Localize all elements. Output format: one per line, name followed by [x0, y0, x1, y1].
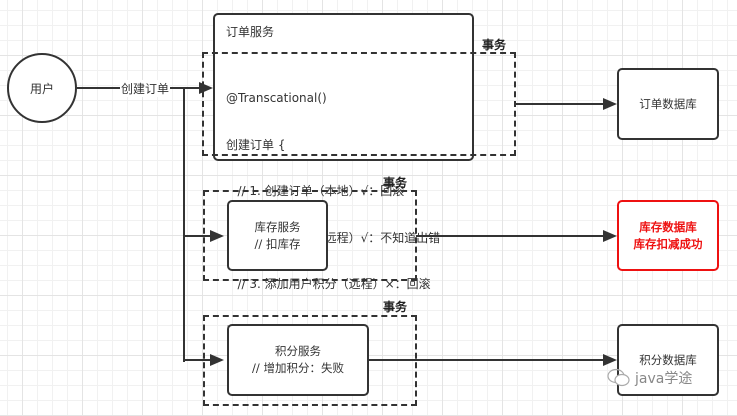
order-transaction-label: 事务 — [482, 38, 507, 52]
inventory-db-label: 库存数据库 — [639, 219, 697, 234]
points-service-title: 积分服务 — [275, 344, 321, 358]
arrowhead-points-db — [603, 354, 617, 366]
points-service-comment: // 增加积分：失败 — [252, 361, 344, 375]
order-service-title: 订单服务 — [226, 25, 275, 39]
edge-trunk-to-inventory — [184, 235, 214, 237]
edge-points-to-db — [368, 359, 607, 361]
points-db-label: 积分数据库 — [639, 352, 697, 367]
points-transaction-label: 事务 — [383, 300, 408, 314]
wechat-icon — [607, 368, 630, 387]
edge-trunk — [183, 88, 185, 362]
arrowhead-points-service — [210, 354, 224, 366]
user-node-label: 用户 — [29, 81, 54, 96]
watermark-text: java学途 — [635, 371, 693, 387]
code-line: @Transcational() — [226, 91, 327, 105]
edge-trunk-to-points — [184, 359, 214, 361]
edge-order-to-db — [515, 103, 607, 105]
arrowhead-inventory-db — [603, 230, 617, 242]
order-transaction-boundary — [202, 52, 516, 156]
inventory-service-node[interactable]: 库存服务 // 扣库存 — [227, 200, 328, 271]
order-db-node[interactable]: 订单数据库 — [617, 68, 719, 140]
inventory-db-status: 库存扣减成功 — [633, 236, 703, 251]
order-db-label: 订单数据库 — [639, 96, 697, 111]
points-db-node[interactable]: 积分数据库 — [617, 324, 719, 396]
inventory-transaction-label: 事务 — [383, 176, 408, 190]
arrowhead-order-db — [603, 98, 617, 110]
code-line: 创建订单 { — [226, 137, 286, 152]
watermark: java学途 — [607, 368, 692, 388]
edge-create-order-label: 创建订单 — [120, 80, 171, 97]
points-service-node[interactable]: 积分服务 // 增加积分：失败 — [227, 324, 369, 396]
arrowhead-inventory-service — [210, 230, 224, 242]
inventory-service-comment: // 扣库存 — [254, 236, 301, 251]
inventory-service-title: 库存服务 — [254, 219, 301, 234]
user-node[interactable]: 用户 — [7, 53, 77, 123]
inventory-db-node[interactable]: 库存数据库 库存扣减成功 — [617, 200, 719, 271]
edge-inventory-to-db — [416, 235, 607, 237]
